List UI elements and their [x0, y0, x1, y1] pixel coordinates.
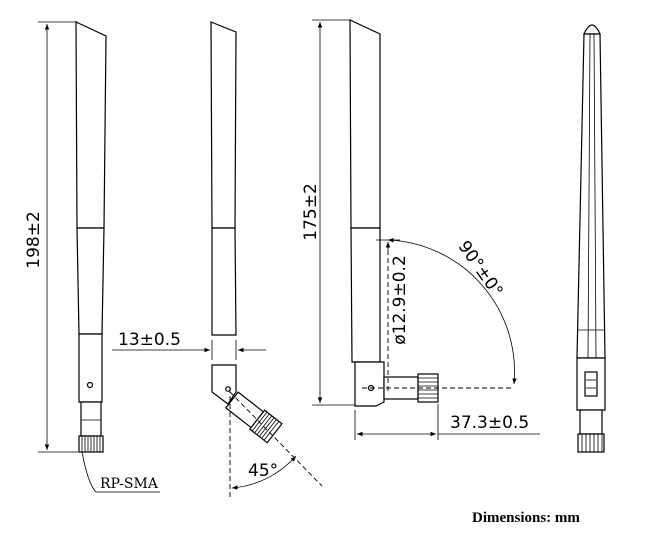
connector-leader — [81, 451, 160, 493]
antenna-sleeve-3 — [350, 227, 381, 363]
knurl-lines-4 — [581, 434, 603, 452]
view-bent-antenna: 175±2 ø12.9±0.2 90°±0° 37.3±0.5 — [301, 19, 540, 440]
antenna-joint — [78, 333, 103, 403]
antenna-profile-body — [576, 33, 606, 359]
dimension-diameter: ø12.9±0.2 — [390, 255, 410, 345]
antenna-blade-2 — [210, 21, 237, 229]
view-tilted-antenna: 13±0.5 45° — [112, 21, 323, 498]
view-side-profile — [576, 24, 606, 453]
dimension-connector-offset: 37.3±0.5 — [450, 413, 529, 433]
antenna-sleeve-2 — [211, 227, 237, 336]
antenna-blade — [75, 21, 107, 229]
antenna-joint-3 — [354, 361, 385, 407]
antenna-sleeve — [76, 227, 105, 335]
antenna-blade-3 — [349, 19, 381, 229]
dimension-width: 13±0.5 — [118, 330, 181, 350]
angle-arc-45 — [231, 455, 297, 490]
connector-body — [80, 401, 102, 437]
hinge-slot — [584, 371, 598, 397]
centerline-tilted — [229, 391, 323, 487]
view-straight-antenna: 198±2 RP-SMA — [24, 21, 160, 493]
antenna-joint-2 — [211, 364, 237, 405]
tilted-connector — [225, 391, 283, 444]
antenna-tip — [583, 24, 601, 35]
connector-body-4 — [579, 409, 603, 435]
knurl-lines — [81, 436, 101, 452]
dimension-total-length: 198±2 — [24, 211, 44, 269]
dimension-swivel-angle: 90°±0° — [454, 237, 507, 301]
dimension-bent-length: 175±2 — [301, 183, 321, 241]
connector-label: RP-SMA — [100, 476, 159, 492]
connector-nut-4 — [577, 433, 605, 453]
units-note: Dimensions: mm — [472, 510, 580, 526]
pivot-pin — [86, 381, 94, 389]
angle-arc-90 — [387, 237, 517, 385]
dimension-tilt-angle: 45° — [248, 461, 278, 481]
